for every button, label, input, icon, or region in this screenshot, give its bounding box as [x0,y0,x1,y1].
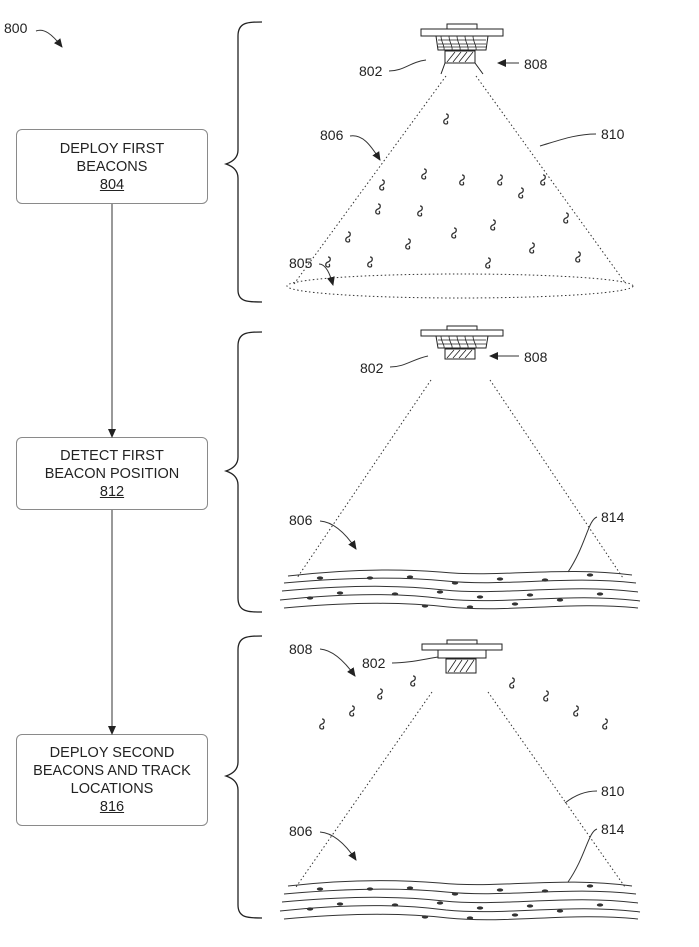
step-line: BEACONS [76,158,148,175]
leader-802-p1 [388,59,427,72]
figure-reference-label: 800 [4,20,28,36]
label-beacons-panel-1: 806 [320,127,344,143]
label-area: 805 [289,255,313,271]
beacons-panel-3 [319,675,608,730]
label-sensor-panel-1: 808 [524,56,548,72]
bracket-panel-1 [223,21,263,303]
label-cone-panel-1: 810 [601,126,625,142]
label-device-panel-1: 802 [359,63,383,79]
label-device-panel-2: 802 [360,360,384,376]
step-deploy-second-beacons-box: DEPLOY SECOND BEACONS AND TRACK LOCATION… [16,734,208,826]
step-reference-number: 816 [99,799,125,815]
step-line: DEPLOY SECOND [49,745,175,761]
label-terrain-panel-3: 814 [601,821,625,837]
label-beacons-panel-2: 806 [289,512,313,528]
label-sensor-panel-2: 808 [524,349,548,365]
label-device-panel-3: 802 [362,655,386,671]
device-panel-3 [421,639,503,674]
step-line: LOCATIONS [70,781,154,797]
cone-left-panel-3 [295,691,433,888]
terrain-panel-2 [279,569,641,610]
cone-left-panel-2 [296,379,432,579]
cone-right-panel-2 [489,379,624,579]
figure-ref-arrow [35,29,63,48]
label-cone-panel-3: 810 [601,783,625,799]
label-terrain-panel-2: 814 [601,509,625,525]
target-area-ellipse [286,273,634,299]
step-detect-first-beacon-position-box: DETECT FIRST BEACON POSITION 812 [16,437,208,510]
bracket-panel-3 [223,635,263,919]
bracket-panel-2 [223,331,263,613]
step-reference-number: 812 [99,483,125,500]
step-line: BEACON POSITION [44,465,180,482]
beacons-panel-1 [325,113,581,269]
device-panel-1 [420,23,504,75]
terrain-panel-3 [279,880,641,921]
label-beacons-panel-3: 806 [289,823,313,839]
step-line: DEPLOY FIRST [59,140,165,157]
step-line: DETECT FIRST [60,447,164,464]
device-panel-2 [420,325,504,360]
cone-right-panel-1 [475,75,627,285]
cone-left-panel-1 [293,75,447,285]
label-sensor-panel-3: 808 [289,641,313,657]
step-deploy-first-beacons-box: DEPLOY FIRST BEACONS 804 [16,129,208,204]
step-reference-number: 804 [99,176,125,193]
step-line: BEACONS AND TRACK [33,763,191,779]
